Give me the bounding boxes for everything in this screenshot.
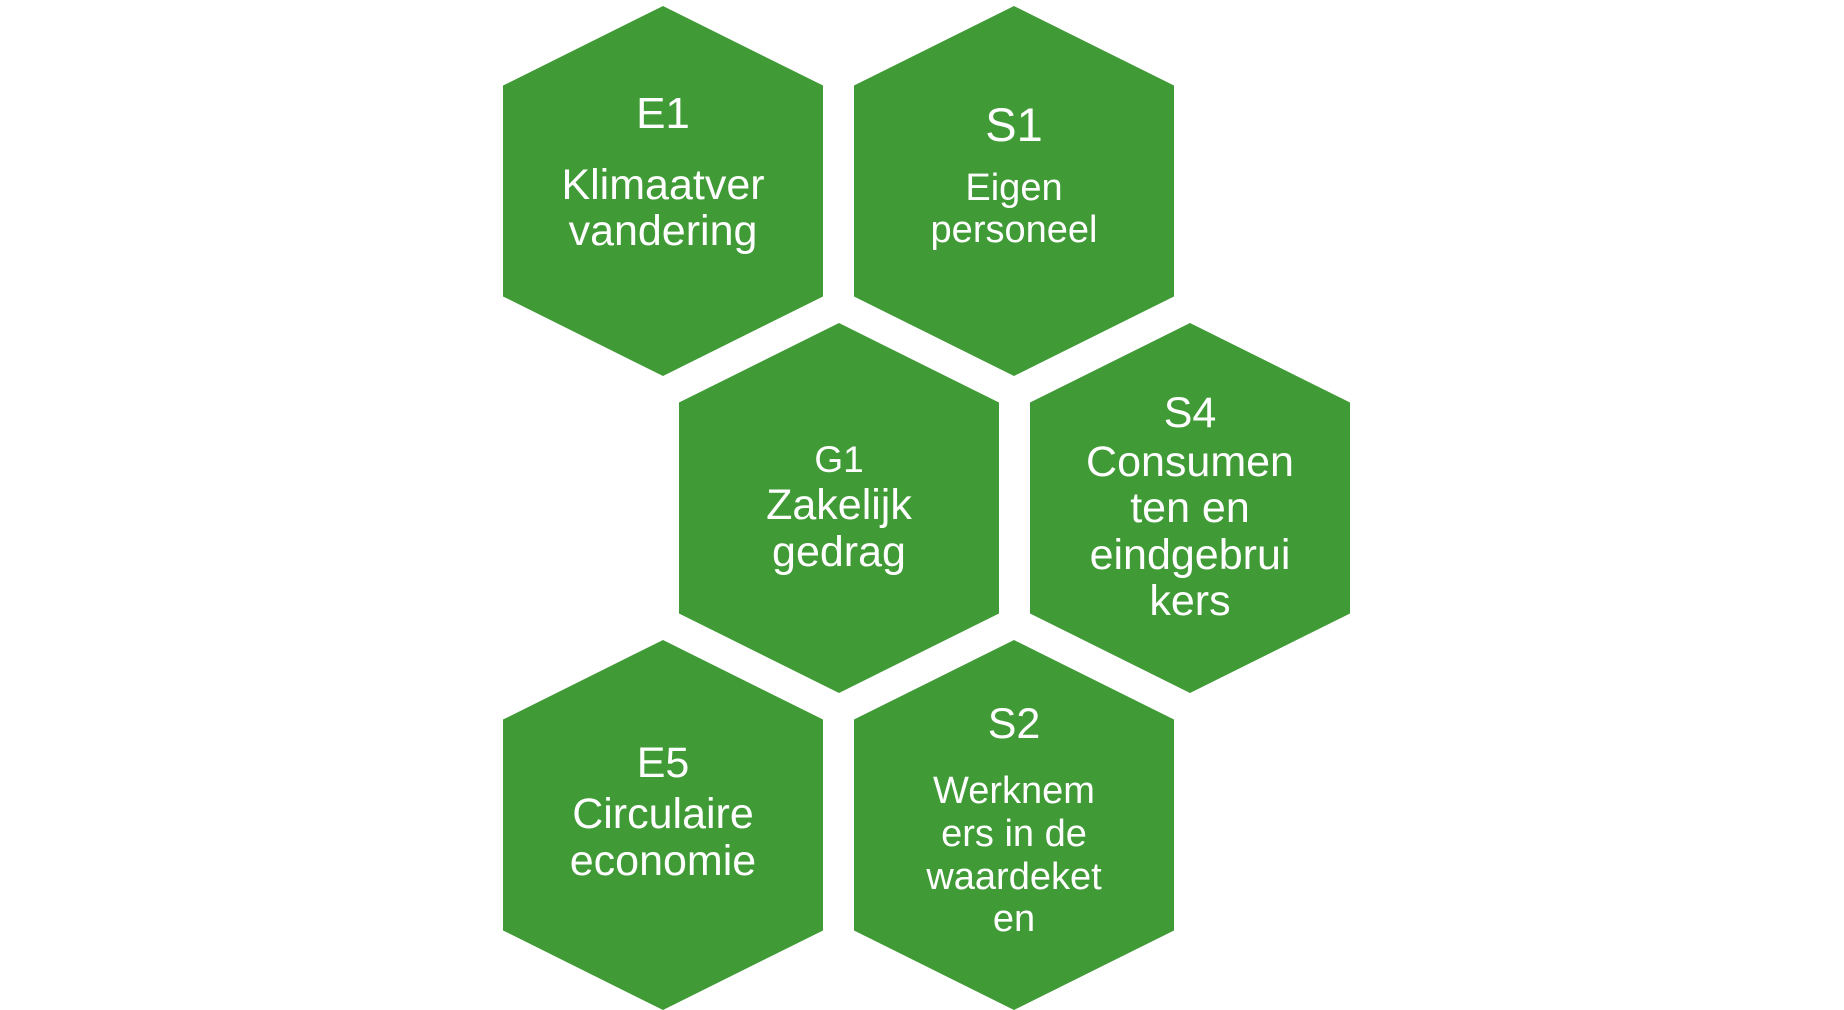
hexagon-code: E1	[636, 88, 690, 138]
hexagon-label: Werknem ers in de waardeket en	[926, 769, 1102, 941]
hexagon-code: S1	[985, 98, 1043, 152]
hexagon-label: Eigen personeel	[930, 167, 1098, 251]
hexagon-code: S2	[987, 699, 1041, 748]
hexagon-label: Klimaatver vandering	[561, 160, 765, 255]
hexagon-e5: E5 Circulaire economie	[503, 640, 823, 1010]
hexagon-label: Circulaire economie	[569, 790, 757, 885]
hexagon-e1: E1 Klimaatver vandering	[503, 6, 823, 376]
hexagon-s4: S4 Consumen ten en eindgebrui kers	[1030, 323, 1350, 693]
hexagon-label: Zakelijk gedrag	[766, 481, 912, 576]
hexagon-code: E5	[636, 739, 690, 788]
hexagon-s2: S2 Werknem ers in de waardeket en	[854, 640, 1174, 1010]
hexagon-g1: G1 Zakelijk gedrag	[679, 323, 999, 693]
hexagon-code: G1	[814, 439, 864, 481]
hexagon-code: S4	[1163, 388, 1217, 437]
hexagon-s1: S1 Eigen personeel	[854, 6, 1174, 376]
hexagon-label: Consumen ten en eindgebrui kers	[1086, 437, 1294, 625]
